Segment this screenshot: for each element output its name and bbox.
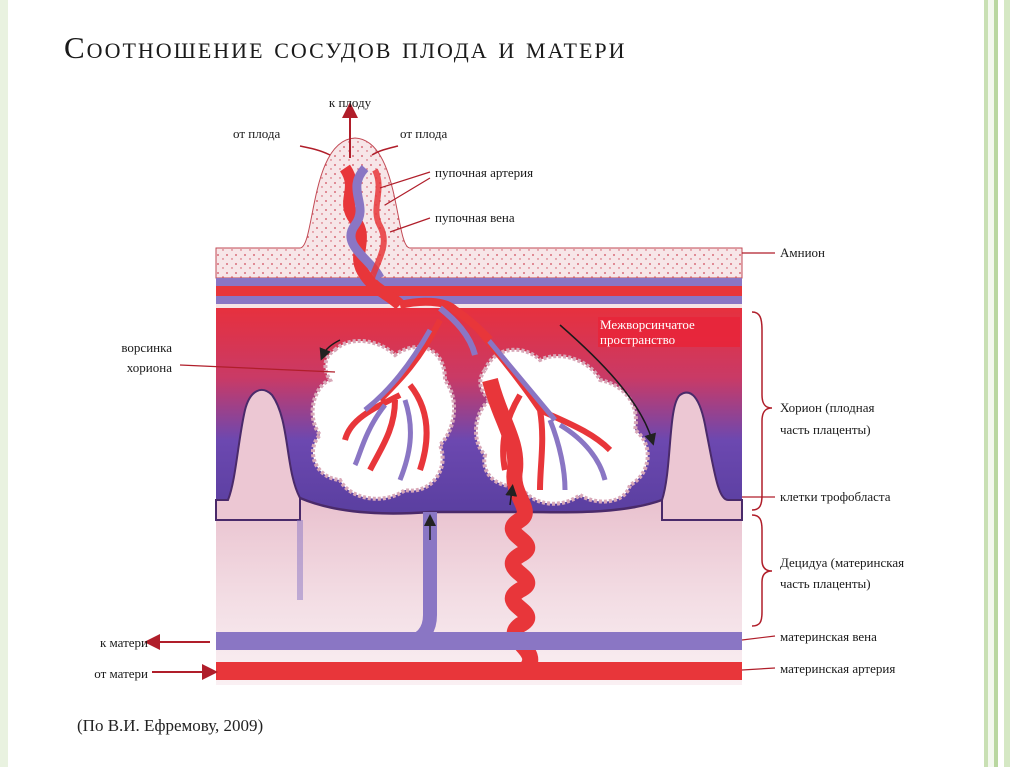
- label-maternal-artery: материнская артерия: [780, 661, 895, 676]
- maternal-vein-band: [216, 632, 742, 650]
- label-from-fetus-right: от плода: [400, 126, 447, 141]
- label-villus-1: ворсинка: [121, 340, 172, 355]
- label-to-fetus: к плоду: [329, 95, 372, 110]
- label-from-fetus-left: от плода: [233, 126, 280, 141]
- chorionic-plate-vein: [216, 278, 742, 286]
- label-chorion-1: Хорион (плодная: [780, 400, 874, 415]
- chorion-brace: [751, 311, 773, 511]
- label-from-mother: от матери: [94, 666, 148, 681]
- chorionic-villus-left: [310, 318, 457, 501]
- label-umbilical-artery: пупочная артерия: [435, 165, 533, 180]
- stem-villus-vein: [438, 305, 478, 356]
- chorionic-plate-base: [216, 304, 742, 308]
- leader-lines: [179, 171, 776, 671]
- label-chorion-2: часть плаценты): [780, 422, 871, 437]
- slide-left-border: [0, 0, 8, 767]
- source-caption: (По В.И. Ефремову, 2009): [77, 716, 264, 735]
- amnion-layer: [215, 137, 743, 279]
- label-trophoblast: клетки трофобласта: [780, 489, 891, 504]
- umbilical-artery-strand: [339, 164, 405, 310]
- umbilical-vein-strand: [346, 164, 385, 281]
- chorionic-plate-vein-2: [216, 296, 742, 304]
- label-amnion: Амнион: [780, 245, 825, 260]
- label-villus-2: хориона: [127, 360, 172, 375]
- label-decidua-1: Децидуа (материнская: [780, 555, 904, 570]
- umbilical-artery-strand-2: [369, 168, 387, 279]
- trophoblast-boundary: [299, 496, 663, 515]
- spiral-artery: [482, 377, 539, 676]
- stem-villus-artery: [399, 297, 493, 343]
- label-umbilical-vein: пупочная вена: [435, 210, 515, 225]
- chorionic-plate-artery: [216, 286, 742, 296]
- label-intervillous-2: пространство: [600, 332, 675, 347]
- decidual-septum-left: [215, 389, 301, 521]
- decidua-brace: [751, 514, 773, 627]
- label-decidua-2: часть плаценты): [780, 576, 871, 591]
- label-maternal-vein: материнская вена: [780, 629, 877, 644]
- label-intervillous-1: Межворсинчатое: [600, 317, 695, 332]
- maternal-artery-band: [216, 662, 742, 680]
- slide-title: Соотношение сосудов плода и матери: [64, 30, 627, 65]
- slide-right-border: [980, 0, 1024, 767]
- intervillous-label-box: [598, 317, 740, 347]
- label-to-mother: к матери: [100, 635, 148, 650]
- decidual-septum-right: [661, 391, 743, 521]
